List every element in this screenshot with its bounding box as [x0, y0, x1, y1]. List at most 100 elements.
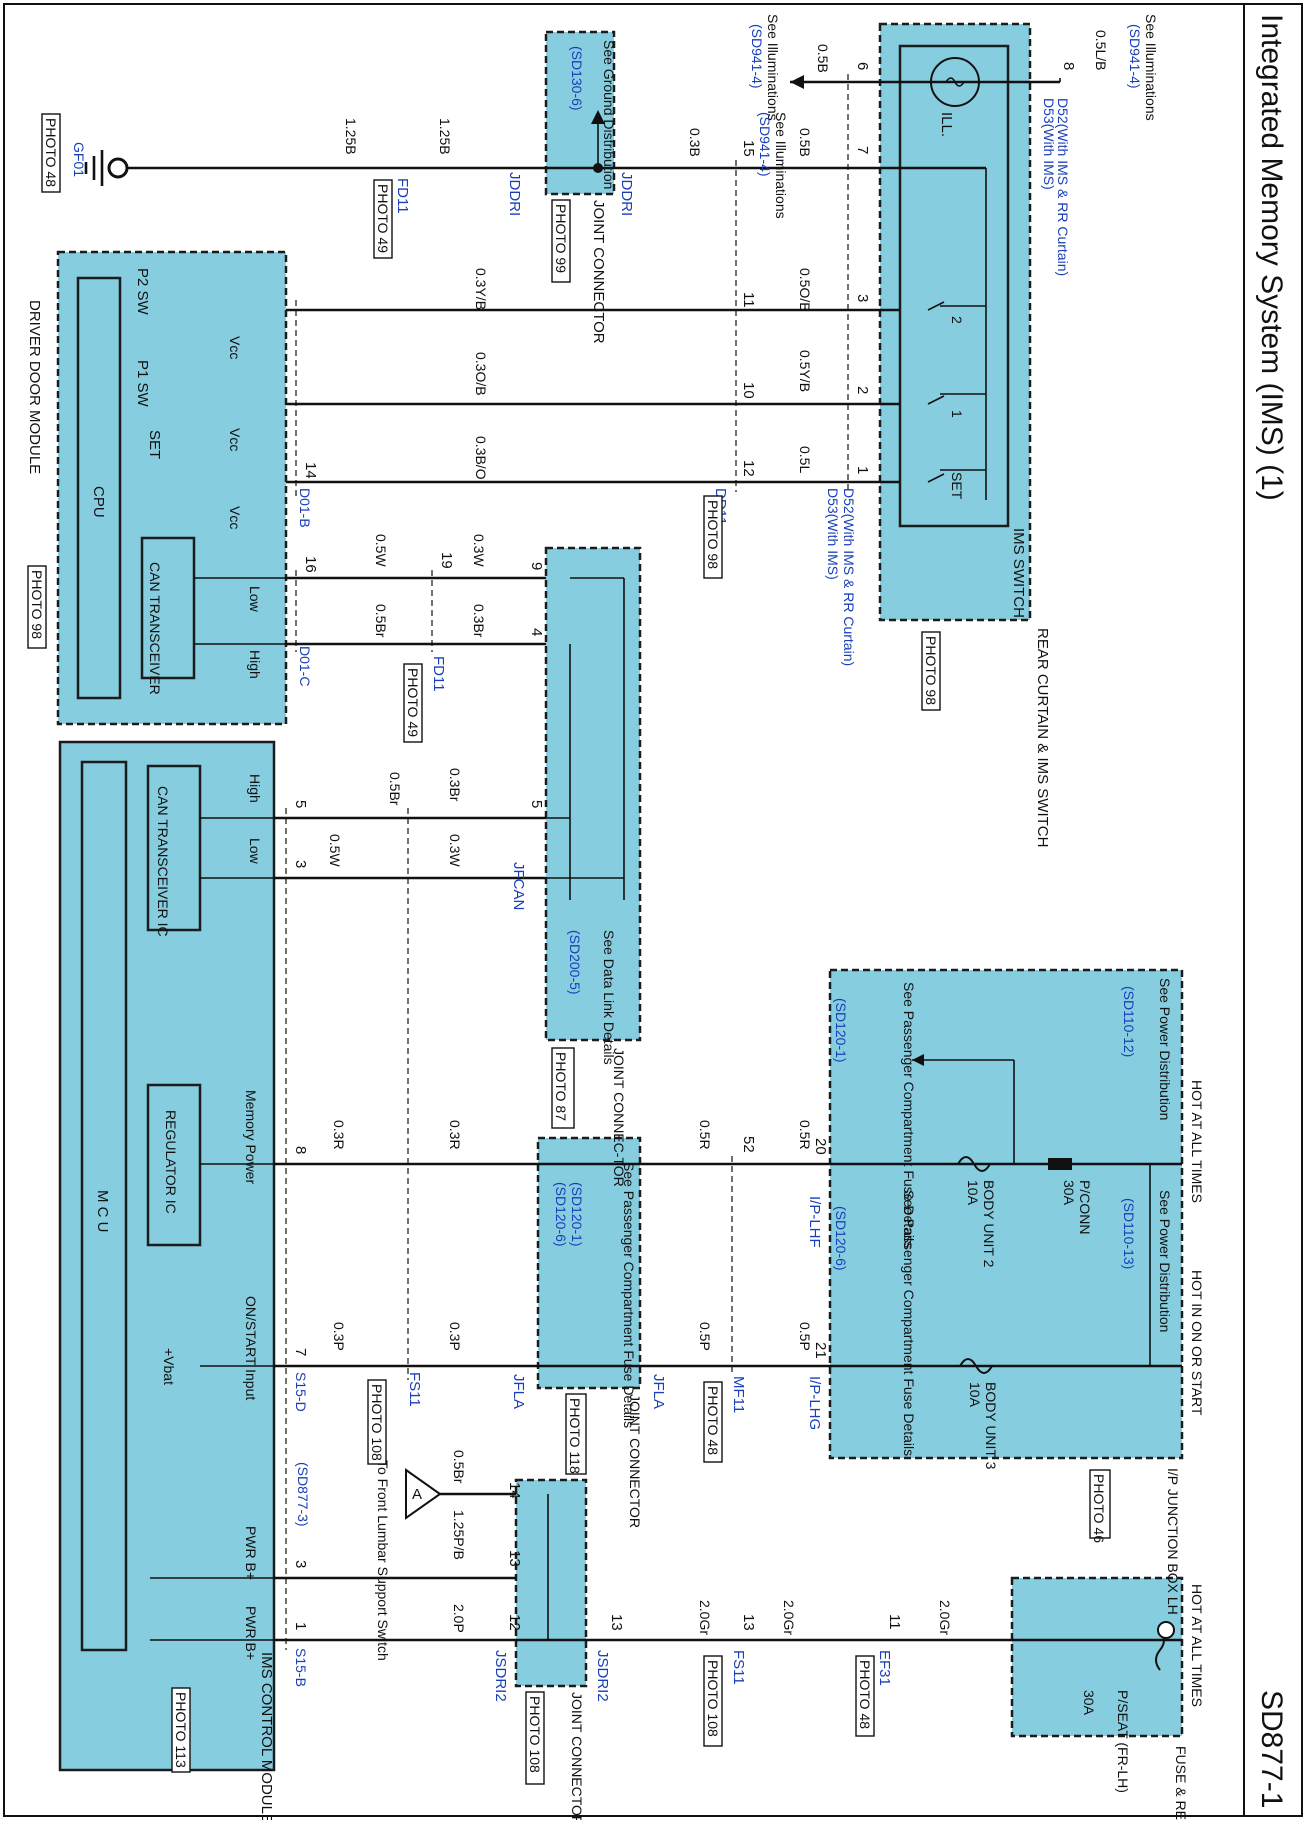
ims-module-name: IMS CONTROL MODULE	[258, 1652, 275, 1820]
wire-label-125b-b: 1.25B	[343, 118, 359, 155]
jb-pass-ref-1: See Passenger Compartment Fuse Details	[901, 982, 917, 1248]
pconn-fuse-icon	[1048, 1158, 1072, 1170]
wire-label-03ob: 0.3O/B	[473, 352, 489, 396]
jb-hot-all: HOT AT ALL TIMES	[1189, 1080, 1205, 1203]
ims-photo-box	[171, 1687, 191, 1773]
ims-low: Low	[247, 838, 263, 865]
illum-ref-mid: See Illuminations	[773, 112, 789, 219]
pin-20: 20	[812, 1138, 829, 1155]
wire-label-05b-top: 0.5B	[815, 44, 831, 73]
illum-arrow-icon	[790, 75, 804, 89]
frb-fuse-name: P/SEAT (FR-LH)	[1115, 1690, 1131, 1793]
wire-label-05r-a: 0.5R	[797, 1120, 813, 1150]
jddri-ref: See Ground Distribution	[601, 40, 617, 189]
ddm-name: DRIVER DOOR MODULE	[26, 300, 43, 474]
wire-label-03w-b: 0.3W	[447, 834, 463, 867]
ground-photo: PHOTO 48	[43, 118, 59, 187]
d52-label-top: D52(With IMS & RR Curtain)	[1055, 98, 1071, 276]
jb-ref-arrow-icon	[912, 1054, 924, 1066]
on-start-label: ON/START Input	[243, 1296, 259, 1400]
wire-label-03r-a: 0.3R	[447, 1120, 463, 1150]
jfla-code-left: JFLA	[510, 1374, 527, 1409]
ef31-photo-box	[855, 1655, 875, 1737]
wire-label-03br-b: 0.3Br	[447, 768, 463, 802]
fd11-photo-can: PHOTO 49	[405, 668, 421, 737]
wire-label-05yb: 0.5Y/B	[797, 350, 813, 392]
pin-11: 11	[740, 292, 757, 308]
wire-label-05br-b: 0.5Br	[387, 772, 403, 806]
jb-power-ref-1-code: (SD110-12)	[1121, 986, 1137, 1057]
pwr-b-label-2: PWR B+	[243, 1606, 259, 1660]
dd11-photo-box	[703, 495, 723, 579]
pin-13-js: 13	[608, 1614, 625, 1631]
switch-2-label: 2	[949, 316, 965, 324]
jb-fuse2-name: BODY UNIT 2	[981, 1180, 997, 1268]
jfcan-photo: PHOTO 87	[553, 1052, 569, 1121]
mcu-box	[80, 760, 128, 1652]
ddm-high: High	[247, 650, 263, 679]
driver-door-module-box	[56, 250, 288, 726]
mf11-photo: PHOTO 48	[705, 1386, 721, 1455]
pin-11-ef: 11	[886, 1614, 903, 1630]
memory-power-label: Memory Power	[243, 1090, 259, 1184]
jb-conn-hf: I/P-LHF	[806, 1196, 823, 1248]
wire-label-03w-a: 0.3W	[471, 534, 487, 567]
jfcan-ref-code: (SD200-5)	[567, 930, 583, 995]
ill-label: ILL.	[938, 112, 955, 137]
wire-label-05w-b: 0.5W	[327, 834, 343, 867]
switch-set-icon	[927, 473, 945, 483]
jfla-ref-code-2: (SD120-6)	[553, 1182, 569, 1247]
jfla-photo-box	[565, 1393, 587, 1475]
ddm-set-label: SET	[146, 430, 163, 459]
jfla-photo: PHOTO 118	[567, 1398, 583, 1474]
pin-21: 21	[812, 1342, 829, 1359]
frb-fuse-rating: 30A	[1081, 1690, 1097, 1716]
wire-label-05br-a: 0.5Br	[373, 604, 389, 638]
wire-label-05lb: 0.5L/B	[1093, 30, 1109, 70]
fs11-code-bottom: FS11	[730, 1650, 747, 1685]
d52-label: D52(With IMS & RR Curtain)	[841, 488, 857, 666]
illum-ref-right: See Illuminations	[1143, 14, 1159, 121]
jfcan-joint-box	[544, 546, 642, 1042]
frb-name: FUSE & RELAY BOX	[1173, 1746, 1189, 1820]
fd11-code-can: FD11	[430, 656, 447, 692]
wire-label-05p-b: 0.5P	[697, 1322, 713, 1351]
wire-label-05b: 0.5B	[797, 128, 813, 157]
pin-4: 4	[528, 628, 545, 636]
jfla-ref: See Passenger Compartment Fuse Details	[621, 1162, 637, 1428]
jsdri2-photo-box	[525, 1691, 545, 1785]
pin-4-ims: 5	[292, 800, 309, 808]
pin-12-js: 12	[506, 1614, 523, 1631]
wire-label-05w-a: 0.5W	[373, 534, 389, 567]
regulator-label: REGULATOR IC	[163, 1110, 179, 1214]
ddm-p1-label: P1 SW	[134, 360, 151, 408]
jddri-splice	[593, 163, 603, 173]
pin-5: 5	[528, 800, 545, 808]
ip-junction-box	[828, 968, 1184, 1460]
jb-pass-ref-2: See Passenger Compartment Fuse Details	[901, 1190, 917, 1456]
ddm-cpu-label: CPU	[90, 486, 107, 518]
pin-52: 52	[740, 1136, 757, 1153]
ddm-can-transceiver-box	[140, 536, 196, 680]
ims-can-label: CAN TRANSCEIVER IC	[155, 786, 171, 937]
jb-pass-ref-2-code: (SD120-6)	[833, 1206, 849, 1271]
fs11-photo-box-bottom	[703, 1655, 723, 1747]
page-title: Integrated Memory System (IMS) (1)	[1255, 14, 1288, 501]
jb-pass-ref-1-code: (SD120-1)	[833, 998, 849, 1063]
ground-terminal-icon	[107, 157, 129, 179]
pin-5-ims: 3	[292, 860, 309, 868]
ims-switch-inner	[898, 44, 1010, 528]
wire-label-20gr-c: 2.0Gr	[697, 1600, 713, 1635]
jfcan-name: JOINT CONNEC-TOR	[611, 1048, 627, 1187]
wire-label-125b-a: 1.25B	[437, 118, 453, 155]
ef31-code: EF31	[876, 1650, 893, 1686]
fs11-photo-bottom: PHOTO 108	[705, 1660, 721, 1737]
fs11-photo-mid: PHOTO 108	[369, 1384, 385, 1461]
ims-switch-label: IMS SWITCH	[1010, 528, 1027, 618]
pin-7-ims: 7	[292, 1348, 309, 1356]
pin-7: 7	[854, 146, 871, 154]
body-unit-2-fuse-icon	[957, 1156, 991, 1172]
wire-label-20gr-b: 2.0Gr	[781, 1600, 797, 1635]
pin-3: 3	[854, 294, 871, 302]
